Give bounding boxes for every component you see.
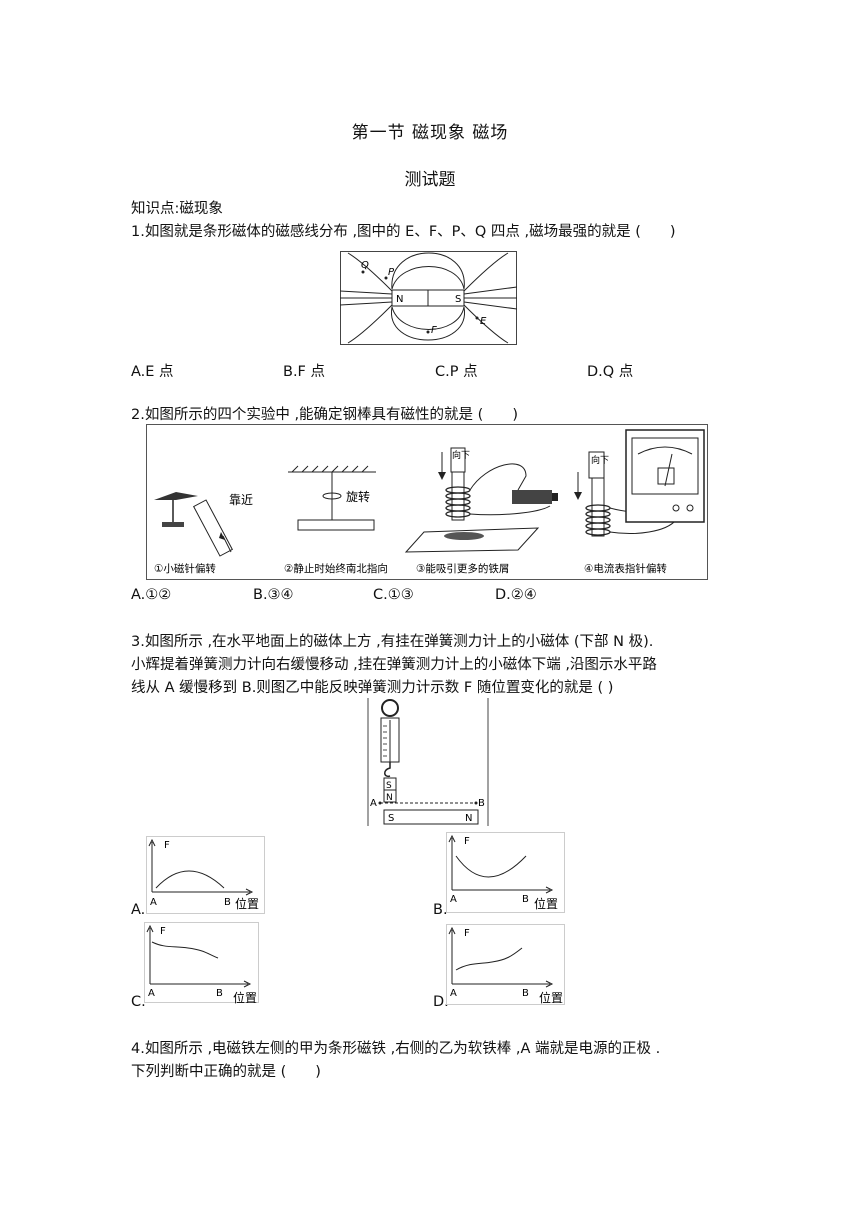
graph-c-f-label: F — [160, 926, 166, 937]
rotate-label: 旋转 — [346, 489, 370, 504]
graph-b-position-label: 位置 — [534, 896, 558, 911]
graph-a: F A B 位置 — [146, 836, 265, 914]
caption-4: ④电流表指针偏转 — [584, 562, 667, 575]
compass-needle-experiment — [154, 492, 234, 557]
point-a-label: A — [370, 798, 377, 809]
ammeter-experiment — [574, 429, 705, 537]
q1-magnet-figure: N S Q P F E — [340, 251, 517, 345]
graph-b-a-label: A — [450, 894, 457, 905]
caption-1: ①小磁针偏转 — [154, 562, 216, 575]
graph-a-a-label: A — [150, 897, 157, 908]
suspended-rod-experiment — [288, 465, 376, 531]
field-line — [340, 301, 393, 306]
graph-b: F A B 位置 — [446, 832, 565, 913]
caption-2: ②静止时始终南北指向 — [284, 562, 388, 575]
field-line — [463, 252, 509, 292]
graph-d-b-label: B — [522, 988, 529, 999]
field-line — [391, 252, 465, 290]
small-n-label: N — [386, 793, 393, 803]
field-line — [340, 290, 393, 295]
q4-line-1: 4.如图所示 ,电磁铁左侧的甲为条形磁铁 ,右侧的乙为软铁棒 ,A 端就是电源的… — [131, 1041, 661, 1057]
s-pole-label: S — [455, 294, 461, 305]
q3-line-3: 线从 A 缓慢移到 B.则图乙中能反映弹簧测力计示数 F 随位置变化的就是 ( … — [131, 680, 614, 696]
near-label: 靠近 — [229, 493, 253, 507]
point-b-label: B — [478, 798, 485, 809]
field-line — [463, 286, 517, 295]
graph-c: F A B 位置 — [144, 922, 259, 1005]
section-heading: 知识点:磁现象 — [131, 201, 223, 217]
q1-text: 1.如图就是条形磁体的磁感线分布 ,图中的 E、F、P、Q 四点 ,磁场最强的就… — [131, 224, 676, 240]
q2-text: 2.如图所示的四个实验中 ,能确定钢棒具有磁性的就是 ( ) — [131, 407, 518, 423]
q3-option-d: D. — [433, 994, 449, 1010]
q3-option-a: A. — [131, 902, 146, 918]
graph-d-f-label: F — [464, 928, 470, 939]
q3-option-b: B. — [433, 902, 448, 918]
ground-magnet — [383, 809, 479, 825]
q1-option-d: D.Q 点 — [587, 364, 634, 380]
page-title: 第一节 磁现象 磁场 — [351, 123, 509, 143]
field-line — [391, 306, 465, 330]
down-label-2: 向下 — [591, 454, 609, 466]
q3-line-1: 3.如图所示 ,在水平地面上的磁体上方 ,有挂在弹簧测力计上的小磁体 (下部 N… — [131, 634, 654, 650]
n-pole-label: N — [396, 294, 403, 305]
q2-experiments-figure: 靠近 ①小磁针偏转 旋转 ②静止时始终南北指向 向下 ③能吸引更多的铁 — [146, 424, 708, 580]
graph-d: F A B 位置 — [446, 924, 565, 1005]
q2-option-c: C.①③ — [373, 587, 414, 603]
graph-c-b-label: B — [216, 988, 223, 999]
graph-d-position-label: 位置 — [539, 990, 563, 1005]
f-point-label: F — [431, 325, 437, 336]
graph-d-a-label: A — [450, 988, 457, 999]
graph-c-a-label: A — [148, 988, 155, 999]
field-line — [391, 266, 465, 290]
hook-icon — [384, 762, 391, 778]
q-point-label: Q — [361, 260, 369, 271]
ring-icon — [381, 699, 399, 717]
p-point-label: P — [388, 267, 395, 278]
q1-option-a: A.E 点 — [131, 364, 174, 380]
page-subtitle: 测试题 — [404, 170, 456, 190]
q2-option-b: B.③④ — [253, 587, 294, 603]
field-line — [391, 306, 465, 341]
graph-b-b-label: B — [522, 894, 529, 905]
e-point-label: E — [480, 316, 487, 327]
field-line — [463, 304, 509, 344]
graph-a-b-label: B — [224, 897, 231, 908]
graph-a-position-label: 位置 — [235, 896, 259, 911]
field-line — [463, 301, 517, 310]
q2-option-d: D.②④ — [495, 587, 537, 603]
q2-option-a: A.①② — [131, 587, 172, 603]
big-s-label: S — [388, 813, 394, 824]
q3-option-c: C. — [131, 994, 146, 1010]
big-n-label: N — [465, 813, 472, 824]
small-s-label: S — [386, 781, 392, 791]
caption-3: ③能吸引更多的铁屑 — [416, 562, 509, 575]
field-line — [347, 304, 393, 344]
field-line — [347, 252, 393, 292]
graph-a-f-label: F — [164, 840, 170, 851]
q3-spring-scale-figure: S N A B S N — [367, 698, 489, 826]
q1-option-c: C.P 点 — [435, 364, 478, 380]
q4-line-2: 下列判断中正确的就是 ( ) — [131, 1064, 321, 1080]
q3-line-2: 小辉提着弹簧测力计向右缓慢移动 ,挂在弹簧测力计上的小磁体下端 ,沿图示水平路 — [131, 657, 657, 673]
graph-c-position-label: 位置 — [233, 990, 257, 1005]
graph-b-f-label: F — [464, 836, 470, 847]
down-label-1: 向下 — [452, 449, 470, 461]
q1-option-b: B.F 点 — [283, 364, 326, 380]
